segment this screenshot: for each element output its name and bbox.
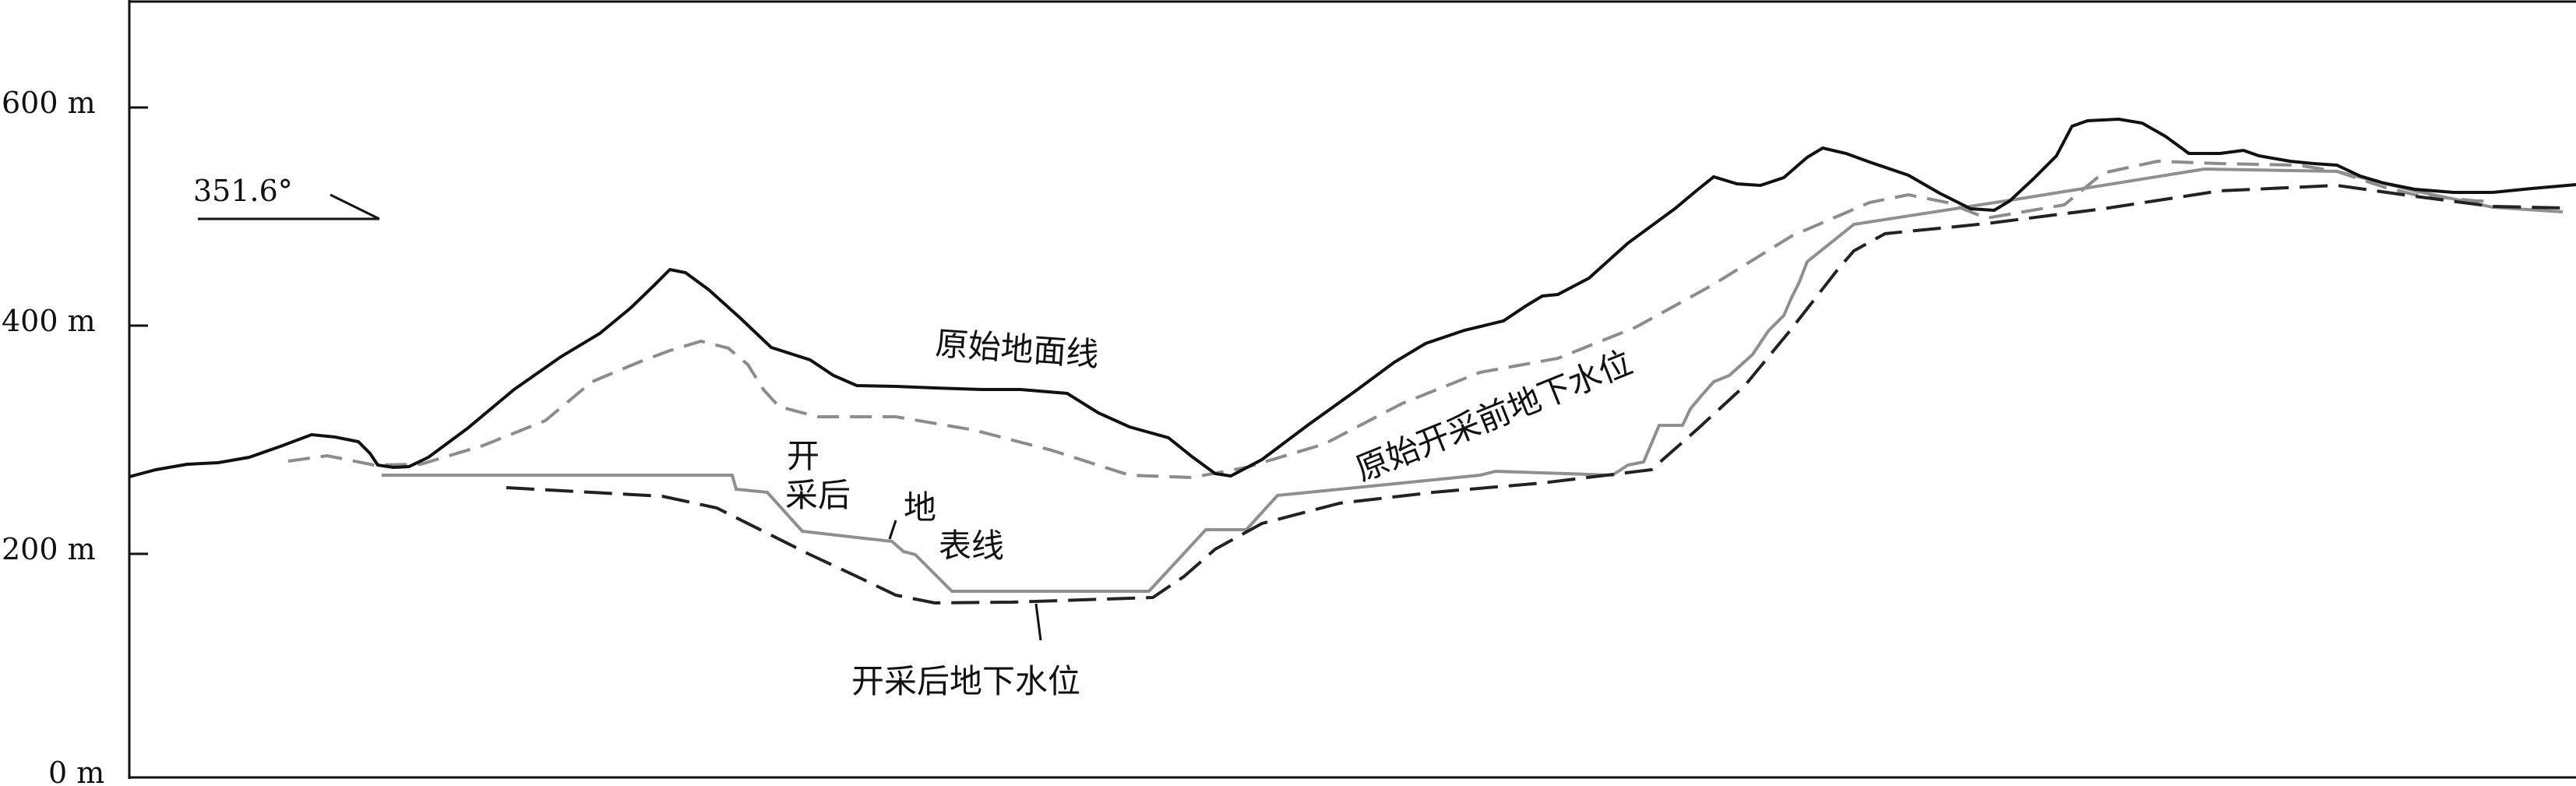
orientation-label: 351.6°	[193, 174, 293, 208]
y-tick-label-200: 200 m	[2, 532, 96, 566]
orientation-arrow-line	[329, 193, 380, 220]
y-tick-label-600: 600 m	[2, 86, 96, 120]
leader-surface-label	[888, 520, 897, 540]
y-tick-label-400: 400 m	[2, 304, 96, 338]
orientation-indicator: 351.6°	[193, 174, 380, 220]
post-mining-water-table-line	[506, 183, 2564, 605]
leader-water-after-label	[1034, 603, 1042, 641]
label-post-mining-surface-1: 开	[787, 437, 819, 475]
label-original-ground: 原始地面线	[934, 324, 1100, 374]
label-post-mining-surface-3: 地	[904, 488, 936, 527]
y-axis-ticks: 600 m 400 m 200 m 0 m	[2, 86, 148, 786]
label-post-mining-surface-2: 采后	[785, 476, 851, 514]
label-post-mining-water-table: 开采后地下水位	[851, 662, 1080, 700]
post-mining-surface-line	[382, 167, 2564, 593]
label-post-mining-surface-4: 表线	[939, 527, 1004, 565]
original-water-table-line	[287, 159, 2493, 480]
axis-frame	[128, 0, 2576, 779]
original-ground-line	[129, 117, 2576, 478]
y-tick-label-0: 0 m	[48, 756, 104, 786]
